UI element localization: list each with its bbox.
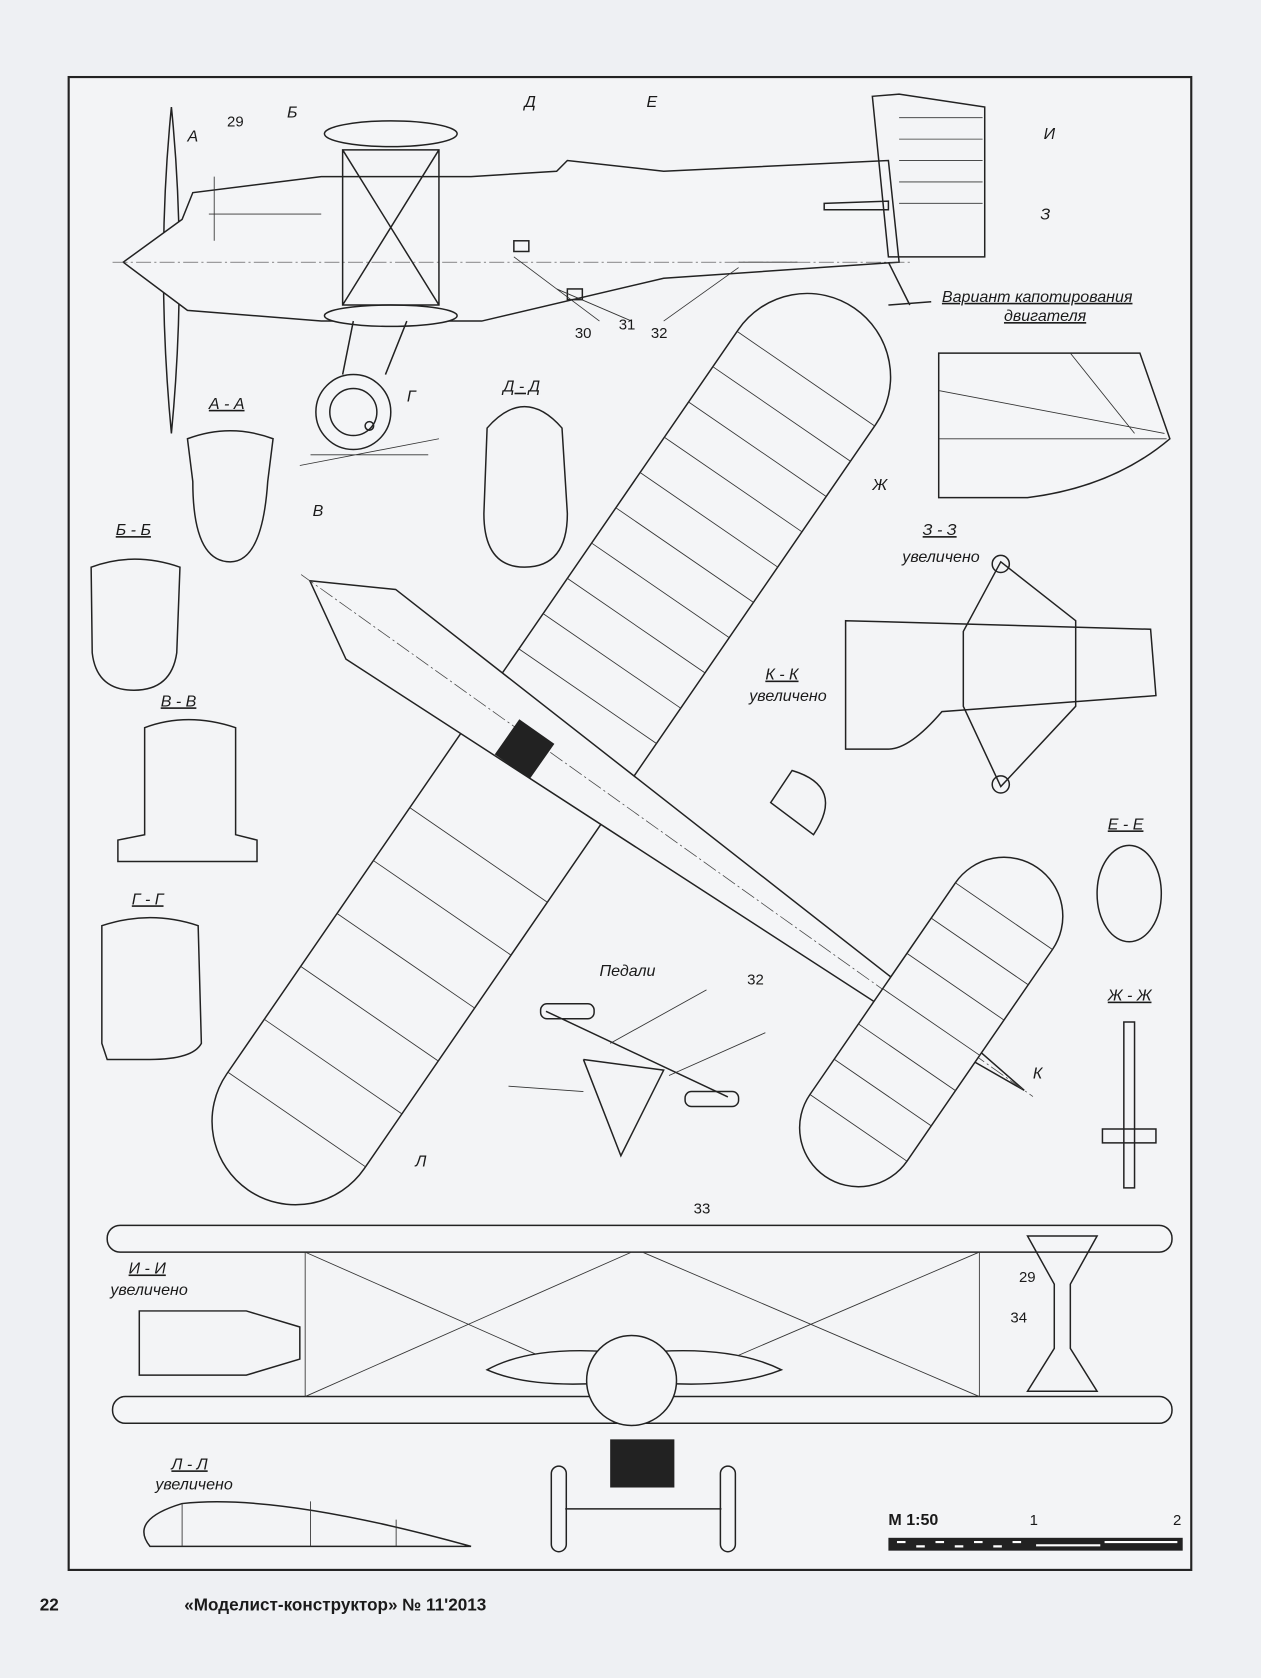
- callout-32-top: 32: [747, 972, 764, 989]
- section-title-vv: В - В: [161, 692, 197, 710]
- pedals-title: Педали: [599, 962, 655, 980]
- section-marker-a: А: [186, 127, 198, 145]
- callout-33: 33: [694, 1201, 711, 1218]
- section-title-ll: Л - Л: [170, 1455, 208, 1473]
- scale-tick-1: 1: [1030, 1512, 1038, 1529]
- section-marker-i: И: [1044, 125, 1056, 143]
- section-title-gg: Г - Г: [132, 890, 165, 908]
- callout-32: 32: [651, 325, 668, 342]
- section-title-bb: Б - Б: [116, 521, 151, 539]
- section-marker-d: Д: [523, 93, 536, 111]
- section-marker-l: Л: [414, 1152, 427, 1170]
- callout-31: 31: [619, 317, 636, 334]
- section-title-ee: Е - Е: [1108, 815, 1144, 833]
- section-note-ii: увеличено: [109, 1281, 187, 1299]
- section-title-dd: Д - Д: [501, 378, 540, 396]
- airfoil-profile: [143, 1501, 472, 1548]
- callout-29: 29: [227, 113, 244, 130]
- section-marker-e: Е: [647, 93, 658, 111]
- section-title-zhzh: Ж - Ж: [1107, 987, 1153, 1005]
- section-title-zz: З - З: [923, 521, 957, 539]
- section-title-aa: А - А: [208, 395, 245, 413]
- section-note-zz: увеличено: [901, 548, 979, 566]
- cowling-variant-title-2: двигателя: [1004, 307, 1087, 325]
- scale-bar: [888, 1537, 1183, 1551]
- side-view: [112, 93, 986, 466]
- page-number: 22: [40, 1596, 59, 1615]
- section-marker-b: Б: [287, 104, 297, 122]
- callout-29-front: 29: [1019, 1269, 1036, 1286]
- section-title-ii: И - И: [129, 1259, 167, 1277]
- scale-label: М 1:50: [888, 1511, 938, 1529]
- front-view: [106, 1224, 1173, 1553]
- section-marker-z: З: [1040, 205, 1050, 223]
- top-view: [211, 292, 1064, 1206]
- callout-34: 34: [1010, 1310, 1027, 1327]
- section-title-kk: К - К: [765, 666, 800, 684]
- scale-tick-2: 2: [1173, 1512, 1181, 1529]
- section-marker-zh: Ж: [871, 476, 888, 494]
- cowling-variant-title: Вариант капотирования: [942, 288, 1133, 306]
- section-note-kk: увеличено: [748, 687, 826, 705]
- section-note-ll: увеличено: [154, 1476, 232, 1494]
- callout-30: 30: [575, 325, 592, 342]
- section-marker-k: К: [1033, 1065, 1044, 1083]
- section-marker-g: Г: [407, 387, 417, 405]
- pedals-drawing: [508, 989, 766, 1158]
- cowling-variant-drawing: [937, 352, 1171, 499]
- magazine-title: «Моделист-конструктор» № 11'2013: [184, 1596, 486, 1615]
- section-marker-v: В: [313, 502, 324, 520]
